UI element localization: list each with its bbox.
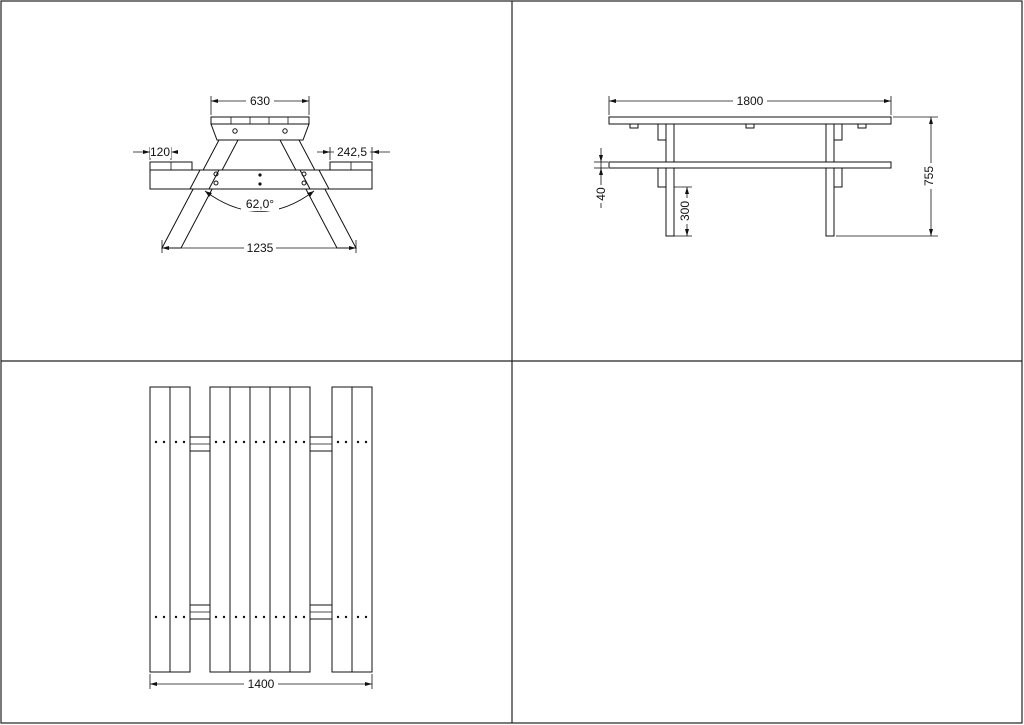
table-top [210,116,310,125]
right-leg-side [825,123,835,237]
plan-view: 1400 [149,386,373,691]
top-board [289,386,311,673]
end-view-dimensions: 630 120 242,5 62,0° [133,94,390,255]
table-top-side [608,116,892,125]
top-bearer [210,123,310,141]
left-leg-side [665,123,675,237]
side-view-dimensions: 1800 40 755 300 [591,94,938,237]
dim-seat-width: 242,5 [337,145,367,159]
seat-bearer [149,169,373,190]
dim-top-width: 630 [250,94,270,108]
dim-height: 755 [922,166,936,186]
dim-length: 1800 [737,94,764,108]
top-board [229,386,251,673]
plan-view-dimensions: 1400 [149,674,373,691]
side-view: 1800 40 755 300 [591,94,938,237]
seat-board [149,386,171,673]
end-view: 630 120 242,5 62,0° [133,94,390,255]
seat-board [351,386,373,673]
top-board [249,386,271,673]
dim-plan-width: 1400 [248,677,275,691]
screw-row-bottom [154,615,368,619]
top-board [269,386,291,673]
seat-board [331,386,353,673]
left-leg [161,139,239,249]
screw-row-top [154,440,368,444]
top-board [209,386,231,673]
seat-board [169,386,191,673]
dim-seat-overhang: 120 [150,145,170,159]
dim-seat-height: 300 [678,201,692,221]
dim-leg-angle: 62,0° [246,197,274,211]
dim-seat-thickness: 40 [594,187,608,201]
seat-side [608,161,892,169]
dim-base-width: 1235 [247,241,274,255]
